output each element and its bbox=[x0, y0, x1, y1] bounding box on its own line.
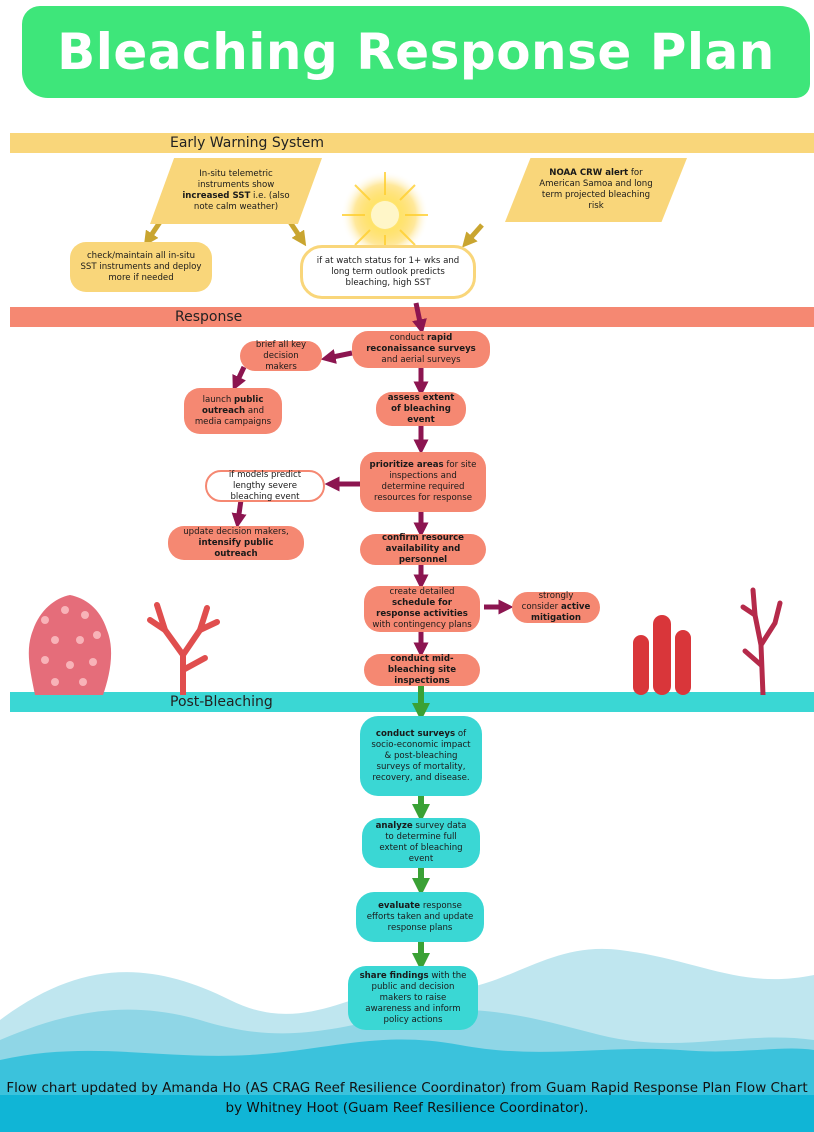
coral-right-2-icon bbox=[740, 587, 783, 695]
response-band: Response bbox=[10, 307, 814, 327]
node-text: evaluate response efforts taken and upda… bbox=[366, 900, 474, 933]
node-text: share findings with the public and decis… bbox=[359, 970, 467, 1025]
watch-status-node: if at watch status for 1+ wks and long t… bbox=[300, 245, 476, 299]
response-label: Response bbox=[175, 309, 243, 325]
credit-text: Flow chart updated by Amanda Ho (AS CRAG… bbox=[6, 1080, 808, 1116]
conduct-surveys-node: conduct surveys of socio-economic impact… bbox=[360, 716, 482, 796]
launch-outreach-node: launch public outreach and media campaig… bbox=[184, 388, 282, 434]
active-mitigation-node: strongly consider active mitigation bbox=[512, 591, 600, 623]
arrow-to-update bbox=[231, 499, 247, 529]
rapid-recon-node: conduct rapid reconaissance surveys and … bbox=[352, 331, 490, 368]
analyze-data-node: analyze survey data to determine full ex… bbox=[362, 818, 480, 868]
create-schedule-node: create detailed schedule for response ac… bbox=[364, 586, 480, 632]
node-text: NOAA CRW alert for American Samoa and lo… bbox=[539, 168, 653, 211]
page-title: Bleaching Response Plan bbox=[57, 23, 775, 81]
evaluate-response-node: evaluate response efforts taken and upda… bbox=[356, 892, 484, 942]
node-text: analyze survey data to determine full ex… bbox=[375, 821, 467, 864]
coral-left-1-icon bbox=[28, 595, 112, 695]
arrow-to-watch-right bbox=[462, 223, 484, 248]
node-text: conduct surveys of socio-economic impact… bbox=[371, 728, 471, 783]
node-text: create detailed schedule for response ac… bbox=[372, 587, 472, 630]
insitu-instruments-node: In-situ telemetric instruments show incr… bbox=[150, 158, 322, 224]
share-findings-node: share findings with the public and decis… bbox=[348, 966, 478, 1030]
title-banner: Bleaching Response Plan bbox=[22, 6, 810, 98]
update-decision-node: update decision makers, intensify public… bbox=[168, 526, 304, 560]
node-text: In-situ telemetric instruments show incr… bbox=[182, 169, 290, 212]
node-text: confirm resource availability and person… bbox=[381, 533, 465, 565]
brief-decision-node: brief all key decision makers bbox=[240, 339, 322, 372]
arrow-to-brief bbox=[320, 349, 353, 364]
coral-left-2-icon bbox=[147, 602, 220, 695]
sun-icon bbox=[341, 171, 429, 259]
node-text: prioritize areas for site inspections an… bbox=[369, 460, 477, 503]
node-text: if at watch status for 1+ wks and long t… bbox=[316, 255, 460, 288]
post-bleaching-label: Post-Bleaching bbox=[170, 694, 273, 710]
early-warning-band: Early Warning System bbox=[10, 133, 814, 153]
node-text: strongly consider active mitigation bbox=[521, 591, 591, 623]
post-bleaching-band: Post-Bleaching bbox=[10, 692, 814, 712]
arrow-to-watch-left bbox=[287, 220, 307, 247]
prioritize-areas-node: prioritize areas for site inspections an… bbox=[360, 452, 486, 512]
node-text: if models predict lengthy severe bleachi… bbox=[228, 469, 302, 502]
check-instruments-node: check/maintain all in-situ SST instrumen… bbox=[70, 242, 212, 292]
node-text: brief all key decision makers bbox=[255, 339, 307, 372]
noaa-alert-node: NOAA CRW alert for American Samoa and lo… bbox=[505, 158, 687, 222]
node-text: launch public outreach and media campaig… bbox=[194, 394, 272, 427]
node-text: conduct mid-bleaching site inspections bbox=[387, 653, 457, 686]
node-text: assess extent of bleaching event bbox=[387, 392, 455, 425]
assess-extent-node: assess extent of bleaching event bbox=[376, 392, 466, 426]
node-text: update decision makers, intensify public… bbox=[183, 526, 289, 559]
node-text: check/maintain all in-situ SST instrumen… bbox=[80, 250, 202, 283]
wave-base bbox=[0, 1095, 814, 1132]
mid-bleaching-node: conduct mid-bleaching site inspections bbox=[364, 654, 480, 686]
early-warning-label: Early Warning System bbox=[170, 135, 325, 151]
arrow-to-launch bbox=[232, 365, 247, 391]
arrow-to-recon bbox=[412, 302, 427, 335]
coral-right-1-icon bbox=[633, 615, 691, 695]
confirm-resource-node: confirm resource availability and person… bbox=[360, 533, 486, 565]
models-predict-node: if models predict lengthy severe bleachi… bbox=[205, 470, 325, 502]
node-text: conduct rapid reconaissance surveys and … bbox=[366, 333, 476, 365]
arrow-to-check bbox=[143, 220, 163, 247]
